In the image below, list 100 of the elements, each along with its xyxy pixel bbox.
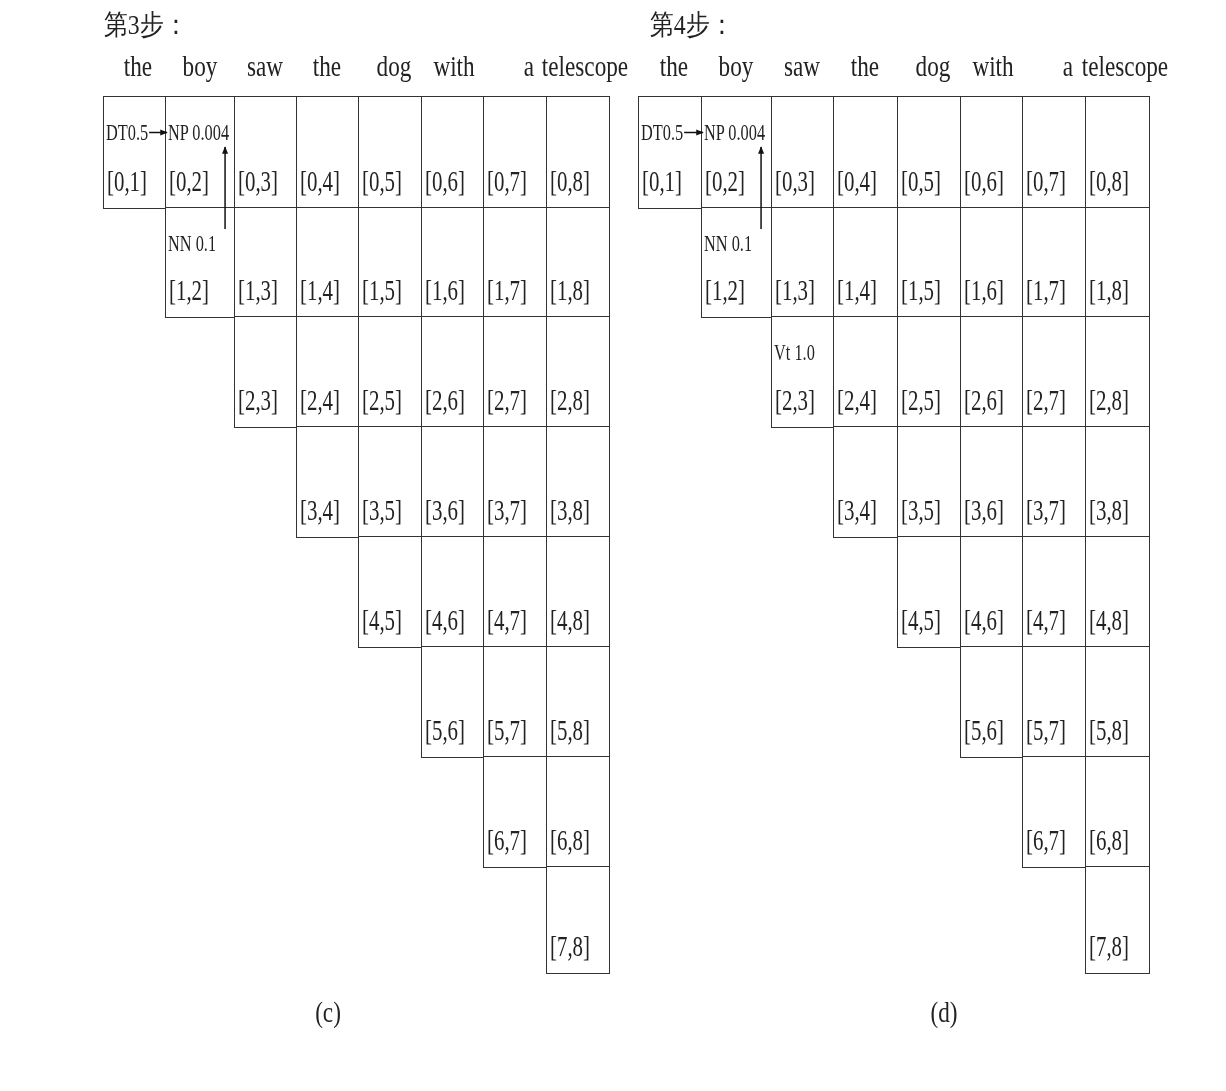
chart-cell — [1085, 207, 1150, 318]
word-label: dog — [376, 50, 411, 83]
chart-cell — [701, 96, 773, 209]
span-label: [3,4] — [837, 493, 877, 527]
chart-cell — [1085, 756, 1150, 868]
span-label: [2,6] — [425, 383, 465, 417]
chart-cell — [1085, 866, 1150, 974]
chart-cell — [483, 426, 548, 538]
word-label: the — [123, 50, 153, 83]
chart-cell — [960, 426, 1024, 538]
span-label: [1,6] — [425, 273, 465, 307]
chart-cell — [358, 426, 423, 538]
span-label: [0,4] — [300, 164, 340, 198]
span-label: [6,7] — [1026, 823, 1066, 857]
chart-cell — [483, 96, 548, 209]
chart-cell — [1022, 426, 1087, 538]
chart-cell — [1022, 207, 1087, 318]
chart-cell — [483, 756, 548, 868]
chart-cell — [358, 536, 423, 648]
arrow — [758, 146, 765, 230]
span-label: [1,2] — [169, 273, 209, 307]
span-label: [2,4] — [837, 383, 877, 417]
span-label: [4,7] — [1026, 603, 1066, 637]
span-label: [2,8] — [550, 383, 590, 417]
chart-cell — [833, 96, 899, 209]
span-label: [4,6] — [964, 603, 1004, 637]
span-label: [5,8] — [1089, 713, 1129, 747]
word-label: a — [523, 50, 534, 83]
span-label: [3,7] — [1026, 493, 1066, 527]
span-label: [5,6] — [425, 713, 465, 747]
span-label: [1,4] — [300, 273, 340, 307]
chart-cell — [1085, 426, 1150, 538]
panel-caption: (c) — [315, 996, 341, 1029]
span-label: [1,5] — [362, 273, 402, 307]
word-label: with — [433, 50, 475, 83]
chart-cell — [833, 207, 899, 318]
span-label: [6,7] — [487, 823, 527, 857]
span-label: [1,2] — [705, 273, 745, 307]
chart-cell — [1022, 536, 1087, 648]
chart-cell — [771, 207, 835, 318]
span-label: [0,3] — [238, 164, 278, 198]
span-label: [4,5] — [362, 603, 402, 637]
span-label: [0,6] — [425, 164, 465, 198]
chart-cell — [296, 316, 360, 428]
span-label: [4,5] — [901, 603, 941, 637]
arrow — [222, 146, 229, 230]
word-label: a — [1062, 50, 1073, 83]
span-label: [2,7] — [1026, 383, 1066, 417]
chart-cell — [421, 536, 485, 648]
word-label: boy — [718, 50, 754, 83]
constituent-label: DT0.5 — [106, 119, 149, 146]
chart-cell — [421, 426, 485, 538]
span-label: [1,4] — [837, 273, 877, 307]
chart-cell — [638, 96, 703, 209]
word-label: the — [850, 50, 880, 83]
chart-cell — [546, 646, 610, 758]
chart-cell — [960, 207, 1024, 318]
span-label: [5,6] — [964, 713, 1004, 747]
span-label: [6,8] — [1089, 823, 1129, 857]
panel-caption: (d) — [930, 996, 958, 1029]
span-label: [3,5] — [362, 493, 402, 527]
chart-cell — [1085, 96, 1150, 209]
chart-cell — [296, 96, 360, 209]
span-label: [5,7] — [1026, 713, 1066, 747]
constituent-label: NP 0.004 — [168, 119, 230, 146]
chart-cell — [1085, 316, 1150, 428]
chart-cell — [165, 207, 236, 318]
chart-cell — [897, 96, 962, 209]
chart-cell — [1022, 316, 1087, 428]
chart-cell — [483, 536, 548, 648]
span-label: [0,1] — [642, 164, 682, 198]
chart-cell — [296, 426, 360, 538]
span-label: [7,8] — [1089, 929, 1129, 963]
chart-cell — [103, 96, 167, 209]
chart-cell — [546, 207, 610, 318]
span-label: [0,3] — [775, 164, 815, 198]
word-label: saw — [246, 50, 284, 83]
span-label: [2,3] — [238, 383, 278, 417]
chart-cell — [960, 96, 1024, 209]
chart-cell — [483, 316, 548, 428]
chart-cell — [1022, 646, 1087, 758]
chart-cell — [483, 207, 548, 318]
span-label: [2,5] — [362, 383, 402, 417]
constituent-label: NP 0.004 — [704, 119, 766, 146]
constituent-label: Vt 1.0 — [774, 339, 815, 366]
step-title: 第4步： — [650, 8, 734, 42]
span-label: [4,8] — [1089, 603, 1129, 637]
word-label: saw — [783, 50, 821, 83]
span-label: [3,6] — [964, 493, 1004, 527]
chart-cell — [421, 646, 485, 758]
span-label: [3,8] — [1089, 493, 1129, 527]
span-label: [6,8] — [550, 823, 590, 857]
chart-cell — [165, 96, 236, 209]
chart-cell — [421, 316, 485, 428]
span-label: [2,6] — [964, 383, 1004, 417]
chart-cell — [1022, 756, 1087, 868]
chart-cell — [234, 207, 298, 318]
constituent-label: NN 0.1 — [168, 230, 217, 257]
chart-cell — [1022, 96, 1087, 209]
chart-cell — [546, 96, 610, 209]
